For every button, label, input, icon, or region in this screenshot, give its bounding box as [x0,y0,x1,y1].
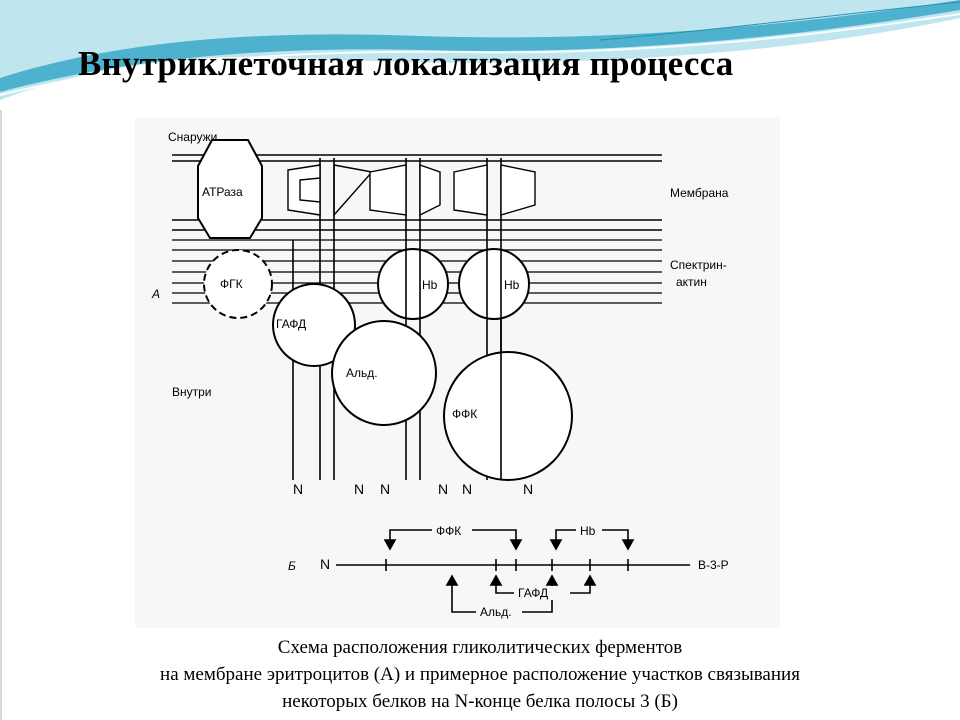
panel-b-label: Б [288,559,296,573]
caption-line-1: Схема расположения гликолитических ферме… [277,637,683,658]
inside-label: Внутри [172,385,212,399]
spectrin-label-line2: актин [676,275,707,289]
b-hb-label: Hb [580,524,596,538]
fgk-label: ФГК [220,277,243,291]
b-ald-label: Альд. [480,605,512,619]
n-terminal-1: N [293,481,303,497]
n-terminal-3: N [380,481,390,497]
b-ffk-label: ФФК [436,524,461,538]
atpase-label: АТРаза [202,185,243,199]
hb-circle-1 [377,248,449,320]
fgk-enzyme-circle [203,249,273,319]
hb-circle-2 [458,248,530,320]
slide-title: Внутриклеточная локализация процесса [78,44,734,83]
caption-line-2: на мембране эритроцитов (А) и примерное … [160,664,800,685]
hb-label-1: Hb [422,278,438,292]
caption-line-3: некоторых белков на N-конце белка полосы… [282,691,678,712]
gafd-enzyme-circle [272,283,356,367]
b-n-label: N [320,556,330,572]
n-terminal-4: N [438,481,448,497]
slide-frame [0,110,2,720]
header-wave-decoration [0,0,960,100]
atpase-shape [197,139,263,239]
n-terminal-6: N [523,481,533,497]
transmembrane-domains [287,164,536,217]
hb-label-2: Hb [504,278,520,292]
outside-label: Снаружи [168,130,217,144]
panel-a-label: А [151,287,160,301]
b-gafd-label: ГАФД [518,586,548,600]
membrane-label: Мембрана [670,186,729,200]
gafd-label: ГАФД [276,317,306,331]
b-c-label: В-3-Р [698,558,729,572]
diagram-b [336,529,690,613]
ald-enzyme-circle [331,320,437,426]
ffk-label: ФФК [452,407,477,421]
ffk-enzyme-circle [443,351,573,481]
ald-label: Альд. [346,366,378,380]
n-terminal-2: N [354,481,364,497]
n-terminal-5: N [462,481,472,497]
spectrin-label-line1: Спектрин- [670,258,727,272]
